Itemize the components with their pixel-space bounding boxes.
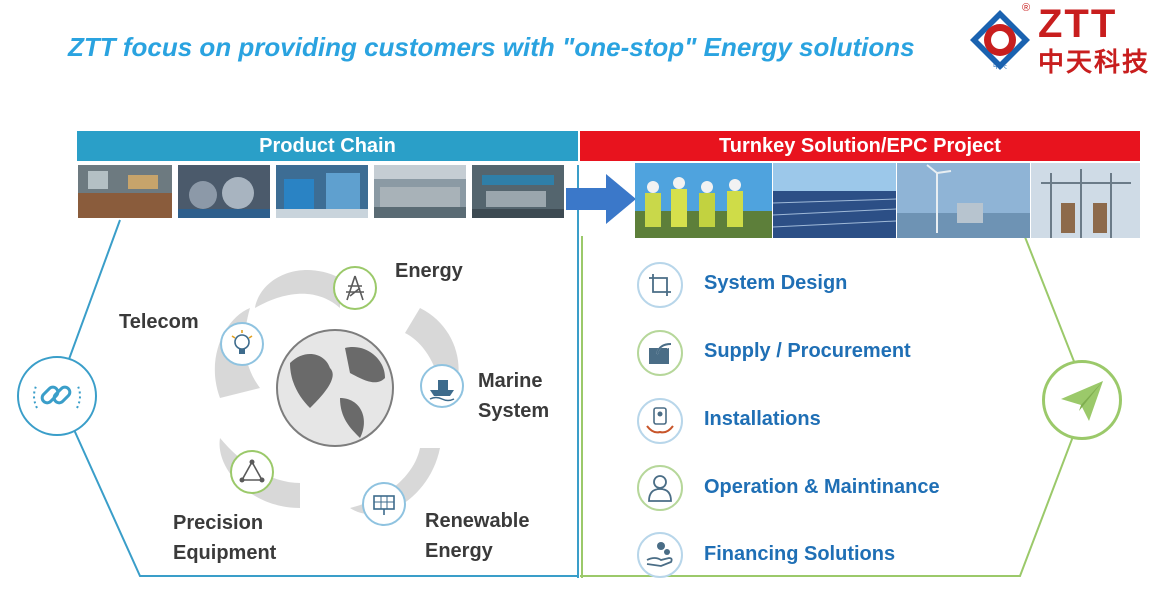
triangle-network-icon bbox=[230, 450, 274, 494]
ship-icon bbox=[420, 364, 464, 408]
turnkey-header: Turnkey Solution/EPC Project bbox=[580, 131, 1140, 161]
arrow-right-icon bbox=[566, 174, 636, 224]
segment-label-renewable: Renewable Energy bbox=[425, 510, 530, 562]
globe-icon bbox=[276, 329, 394, 447]
segment-label-telecom: Telecom bbox=[119, 311, 199, 333]
wind-turbine-photo bbox=[897, 163, 1030, 238]
factory-photo-1 bbox=[78, 165, 172, 218]
turnkey-hex bbox=[580, 236, 1090, 577]
solar-farm-photo bbox=[773, 163, 896, 238]
service-system-design: System Design bbox=[704, 272, 848, 294]
share-box-icon bbox=[637, 330, 683, 376]
paper-plane-icon bbox=[1042, 360, 1122, 440]
crop-design-icon bbox=[637, 262, 683, 308]
logo-text: ZTT bbox=[1038, 2, 1118, 46]
factory-photo-4 bbox=[374, 165, 466, 218]
cycle-petal-energy bbox=[255, 269, 340, 308]
lightbulb-icon bbox=[220, 322, 264, 366]
substation-photo bbox=[1031, 163, 1140, 238]
service-operation-maintenance: Operation & Maintinance bbox=[704, 476, 940, 498]
segment-label-precision: Precision Equipment bbox=[173, 512, 277, 564]
segment-label-energy: Energy bbox=[395, 260, 463, 282]
ztt-logo-mark: 中天 bbox=[970, 10, 1030, 70]
service-financing-solutions: Financing Solutions bbox=[704, 543, 896, 565]
solar-panel-icon bbox=[362, 482, 406, 526]
product-chain-hex bbox=[55, 219, 578, 577]
chain-link-icon bbox=[17, 356, 97, 436]
logo-chinese-text: 中天科技 bbox=[1038, 48, 1151, 78]
segment-label-marine: Marine System bbox=[478, 370, 550, 422]
cycle-petal-renewable bbox=[350, 448, 440, 515]
product-chain-header: Product Chain bbox=[77, 131, 578, 161]
page-title: ZTT focus on providing customers with "o… bbox=[68, 32, 915, 62]
factory-photo-2 bbox=[178, 165, 270, 218]
workers-photo bbox=[635, 163, 772, 238]
registered-mark: ® bbox=[1022, 2, 1031, 14]
service-installations: Installations bbox=[704, 408, 821, 430]
factory-photo-5 bbox=[472, 165, 564, 218]
factory-photo-3 bbox=[276, 165, 368, 218]
transmission-tower-icon bbox=[333, 266, 377, 310]
worker-icon bbox=[637, 465, 683, 511]
product-cycle-diagram bbox=[214, 269, 459, 515]
service-supply-procurement: Supply / Procurement bbox=[704, 340, 911, 362]
coins-hand-icon bbox=[637, 532, 683, 578]
svg-text:中天: 中天 bbox=[993, 61, 1007, 70]
location-hand-icon bbox=[637, 398, 683, 444]
